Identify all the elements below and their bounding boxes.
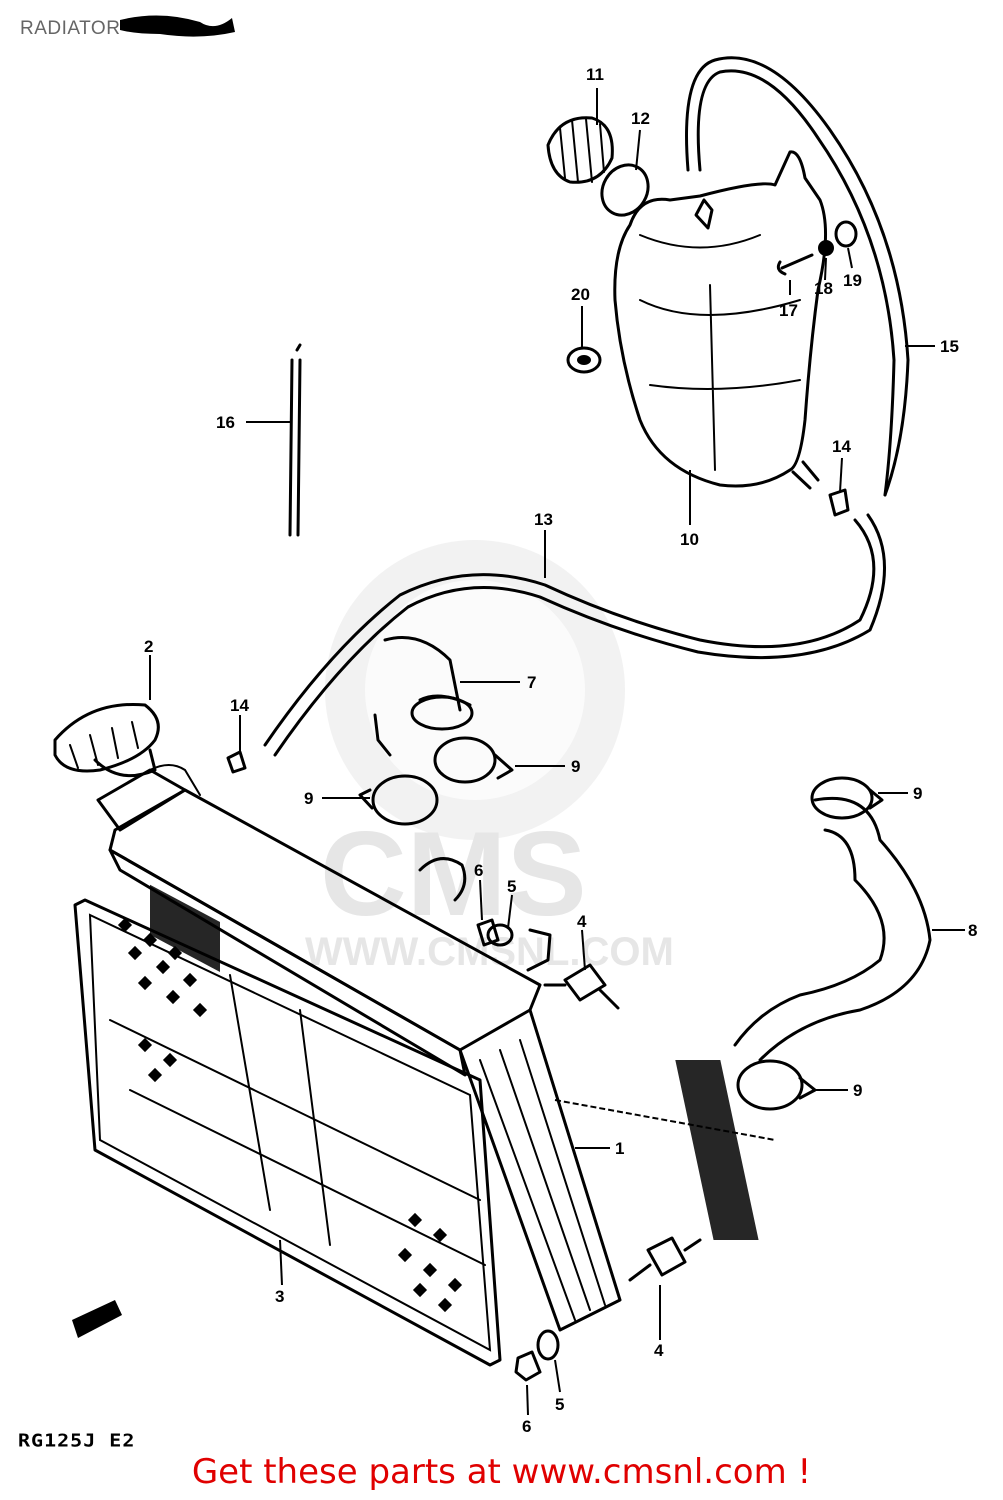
hose-connector: [418, 857, 467, 902]
hose-clamp-left: [358, 774, 439, 826]
callout-8: 8: [968, 921, 977, 940]
grommet: [566, 346, 602, 374]
arrow-marker: [72, 1300, 122, 1338]
leader-lines: [149, 88, 965, 1416]
callout-2: 2: [144, 637, 153, 656]
hose-clamp-upper: [433, 736, 514, 784]
get-parts-link[interactable]: Get these parts at www.cmsnl.com !: [191, 1452, 812, 1492]
callout-7: 7: [527, 673, 536, 692]
model-code: RG125J E2: [18, 1429, 136, 1451]
callout-10: 10: [680, 530, 699, 549]
radiator-guard: [73, 884, 759, 1367]
siphon-hose: [263, 518, 876, 747]
radiator: [96, 764, 622, 1332]
washer-upper: [486, 923, 514, 947]
callout-1: 1: [615, 1139, 624, 1158]
mounting-bolt: [776, 253, 814, 276]
callout-16: 16: [216, 413, 235, 432]
header-smudge: [120, 15, 235, 37]
callouts: 11 12 20 17 18 19 15 16 14 10 13 2 14 7 …: [144, 65, 977, 1436]
callout-4-lower: 4: [654, 1341, 664, 1360]
callout-13: 13: [534, 510, 553, 529]
bracket-tab: [526, 928, 552, 972]
callout-14-left: 14: [230, 696, 249, 715]
washer-19: [834, 220, 858, 248]
cms-watermark: CMS WWW.CMSNL.COM: [305, 540, 674, 974]
page-title: RADIATOR: [20, 18, 121, 39]
callout-5-lower: 5: [555, 1395, 564, 1414]
mount-bolt-upper: [543, 963, 620, 1010]
overflow-hose: [685, 56, 910, 497]
callout-14-top: 14: [832, 437, 851, 456]
hose-clip-left: [226, 750, 247, 774]
lower-water-hose: [733, 776, 932, 1111]
callout-9-right: 9: [913, 784, 922, 803]
reservoir-tank: [613, 150, 827, 490]
washer-lower: [536, 1329, 560, 1361]
watermark-brand: CMS: [320, 807, 587, 941]
reservoir-cap: [546, 116, 614, 184]
callout-5-upper: 5: [507, 877, 516, 896]
mount-bolt-lower: [628, 1236, 702, 1282]
level-rod: [288, 343, 302, 537]
callout-4-upper: 4: [577, 912, 587, 931]
callout-17: 17: [779, 301, 798, 320]
washer-18: [818, 240, 834, 256]
callout-19: 19: [843, 271, 862, 290]
callout-9-lower: 9: [853, 1081, 862, 1100]
callout-3: 3: [275, 1287, 284, 1306]
callout-11: 11: [586, 65, 604, 84]
callout-12: 12: [631, 109, 650, 128]
callout-9-left: 9: [304, 789, 313, 808]
callout-15: 15: [940, 337, 959, 356]
hose-clip-upper: [828, 488, 850, 517]
callout-20: 20: [571, 285, 590, 304]
radiator-cap: [53, 702, 160, 778]
callout-9-upper: 9: [571, 757, 580, 776]
callout-6-upper: 6: [474, 861, 483, 880]
nut-lower: [514, 1350, 542, 1382]
water-hose-upper: [373, 636, 474, 757]
callout-6-lower: 6: [522, 1417, 531, 1436]
cap-gasket: [600, 163, 650, 217]
nut-upper: [476, 918, 500, 947]
callout-18: 18: [814, 279, 833, 298]
